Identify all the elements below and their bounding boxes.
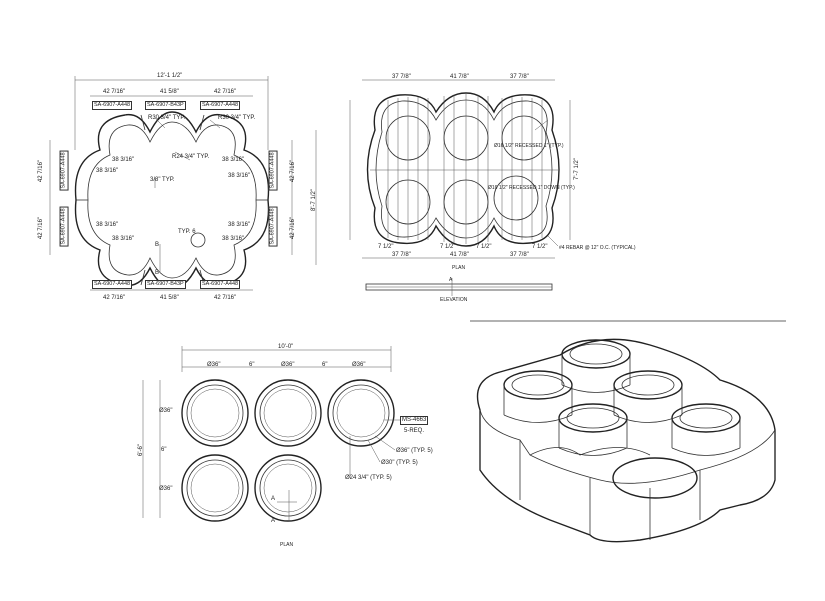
quatrefoil-inner <box>87 121 257 279</box>
v1-r30: R30 3/4" TYP. <box>148 115 186 121</box>
v3-row-gap: 6" <box>161 447 167 453</box>
v2-top-dim: 37 7/8" <box>392 74 411 80</box>
v2-recess2: Ø16 1/2" RECESSED 1" DOWN (TYP.) <box>488 185 575 191</box>
ring <box>181 454 249 522</box>
v3-plan-title: PLAN <box>280 542 294 548</box>
v1-overall-height: 8'-7 1/2" <box>310 189 317 211</box>
v1-dim-38: 38 3/16" <box>222 236 245 242</box>
v1-top-dim: 42 7/16" <box>214 89 237 95</box>
v3-tag: MS-4663 <box>400 416 429 425</box>
v2-elevation-title: ELEVATION <box>440 297 468 303</box>
v1-typ6: TYP. 6 <box>178 229 196 235</box>
v2-inner-dim: 7 1/2" <box>378 244 394 250</box>
v1-tag-bottom: SA-6907-A448 <box>92 280 133 289</box>
recess-circle <box>493 175 539 221</box>
v2-bottom-dim: 41 7/8" <box>450 252 469 258</box>
planter-cylinder <box>613 370 683 423</box>
v1-dim-38: 38 3/16" <box>222 157 245 163</box>
view2-plan <box>349 79 571 259</box>
v2-top-dim: 37 7/8" <box>510 74 529 80</box>
v3-col-dim: Ø36" <box>207 362 221 368</box>
v1-left-dim: 42 7/16" <box>38 159 45 183</box>
v1-tag-top: SA-6907-B43P <box>145 101 186 110</box>
v1-dim-38: 38 3/16" <box>96 222 119 228</box>
recess-circle <box>385 115 431 161</box>
v1-top-dim: 41 5/8" <box>160 89 179 95</box>
v3-col-dim: Ø36" <box>281 362 295 368</box>
planter-cylinder <box>671 403 741 456</box>
v1-tag-left: SA-6907-A448 <box>59 206 69 247</box>
ring <box>254 379 322 447</box>
view4-isometric <box>476 338 776 543</box>
view2-elevation <box>365 278 553 296</box>
v1-bottom-dim: 42 7/16" <box>214 295 237 301</box>
v1-bottom-dim: 42 7/16" <box>103 295 126 301</box>
view1-plan <box>49 76 317 291</box>
slab-outer <box>366 92 560 247</box>
recess-circle <box>443 115 489 161</box>
quatrefoil-outer <box>74 111 270 289</box>
v1-dim-38: 38 3/16" <box>228 222 251 228</box>
v2-plan-title: PLAN <box>452 265 466 271</box>
v2-inner-dim: 7 1/2" <box>532 244 548 250</box>
v2-right-dim: 7'-7 1/2" <box>573 158 580 180</box>
v3-d36: Ø36" (TYP. 5) <box>396 448 433 454</box>
v1-dim-38: 38 3/16" <box>112 157 135 163</box>
v1-tag-top: SA-6907-A448 <box>200 101 241 110</box>
v3-d30: Ø30" (TYP. 5) <box>381 460 418 466</box>
v1-tag-right: SA-6907-A448 <box>268 206 278 247</box>
planter-cylinder <box>503 370 573 423</box>
v1-right-dim: 42 7/16" <box>290 216 297 240</box>
v2-recess1: Ø16 1/2" RECESSED 1" (TYP.) <box>494 143 564 149</box>
v3-d24: Ø24 3/4" (TYP. 5) <box>345 475 392 481</box>
v1-r24: R24 3/4" TYP. <box>172 154 210 160</box>
ring <box>181 379 249 447</box>
view3-plan <box>142 346 400 522</box>
v3-col-dim: Ø36" <box>352 362 366 368</box>
planter-recess <box>612 457 698 499</box>
v1-typ-3-8: 3/8" TYP. <box>150 177 175 183</box>
v1-dim-38: 38 3/16" <box>112 236 135 242</box>
v2-bottom-dim: 37 7/8" <box>510 252 529 258</box>
v3-overall-height: 6'-6" <box>137 444 144 456</box>
v1-bottom-dim: 41 5/8" <box>160 295 179 301</box>
v3-section-a: A <box>271 496 276 502</box>
ring <box>254 454 322 522</box>
v3-section-a: A <box>271 518 276 524</box>
v1-tag-top: SA-6907-A448 <box>92 101 133 110</box>
v2-rebar: #4 REBAR @ 12" O.C. (TYPICAL) <box>559 245 636 251</box>
v1-dim-38: 38 3/16" <box>96 168 119 174</box>
v3-overall-width: 10'-0" <box>278 344 294 350</box>
v2-top-dim: 41 7/8" <box>450 74 469 80</box>
recess-circle <box>443 179 489 225</box>
v1-section-b: B <box>155 242 160 248</box>
v3-row-dim: Ø36" <box>159 408 173 414</box>
planter-cylinder <box>561 339 631 393</box>
v3-gap: 6" <box>249 362 255 368</box>
v1-overall-width: 12'-1 1/2" <box>157 73 183 79</box>
v2-bottom-dim: 37 7/8" <box>392 252 411 258</box>
v1-tag-left: SA-6907-A448 <box>59 150 69 191</box>
v1-right-dim: 42 7/16" <box>290 159 297 183</box>
recess-circle <box>385 179 431 225</box>
v1-r30: R30 3/4" TYP. <box>218 115 256 121</box>
v3-gap: 6" <box>322 362 328 368</box>
planter-cylinder <box>558 403 628 456</box>
v2-inner-dim: 7 1/2" <box>440 244 456 250</box>
v1-section-b: B <box>155 270 160 276</box>
recess-circle <box>501 115 547 161</box>
v2-inner-dim: 7 1/2" <box>476 244 492 250</box>
v1-tag-right: SA-6907-A448 <box>268 150 278 191</box>
ring <box>327 379 395 447</box>
v1-top-dim: 42 7/16" <box>103 89 126 95</box>
v1-dim-38: 38 3/16" <box>228 173 251 179</box>
v1-left-dim: 42 7/16" <box>38 216 45 240</box>
v1-tag-bottom: SA-6907-B43P <box>145 280 186 289</box>
v1-tag-bottom: SA-6907-A448 <box>200 280 241 289</box>
v2-section-a: A <box>449 277 453 283</box>
v3-req: 5-REQ. <box>404 428 425 434</box>
v3-row-dim: Ø36" <box>159 486 173 492</box>
